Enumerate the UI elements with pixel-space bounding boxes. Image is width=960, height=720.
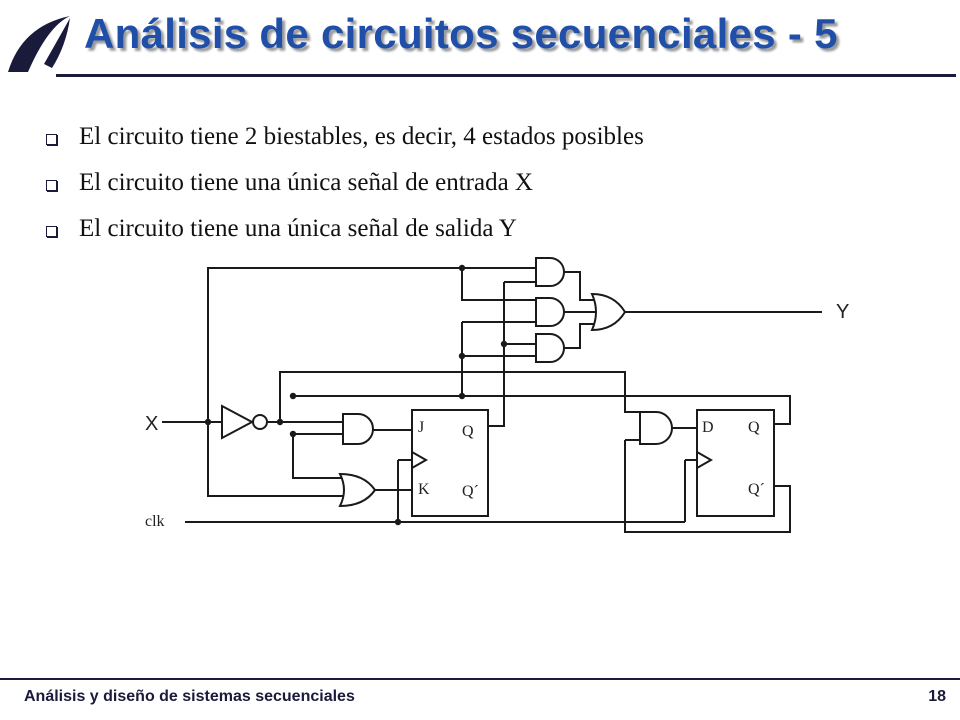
ff1-j-label: J [418,419,424,436]
ff1-q-label: Q [462,423,474,440]
d-flip-flop: D Q Q´ [696,409,775,517]
footer-course-title: Análisis y diseño de sistemas secuencial… [24,688,355,705]
or-gate-k [338,472,377,508]
jk-flip-flop: J K Q Q´ [411,409,489,517]
list-item: El circuito tiene una única señal de ent… [46,160,644,206]
or-gate-output [590,292,627,332]
bullet-square-icon [46,179,57,191]
not-gate [221,404,268,440]
logo-swoosh-icon [8,16,70,72]
and-gate-output-1 [535,257,565,287]
wires [162,267,822,533]
junctions [204,264,508,526]
page-title: Análisis de circuitos secuenciales - 5 [84,10,838,57]
ff2-qn-label: Q´ [748,481,765,498]
bullet-square-icon [46,133,57,145]
bullet-text: El circuito tiene una única señal de ent… [79,169,533,196]
and-gate-output-3 [535,333,565,363]
footer-divider [0,678,960,680]
list-item: El circuito tiene 2 biestables, es decir… [46,114,644,160]
ff2-q-label: Q [748,419,760,436]
page-number: 18 [928,688,946,705]
and-gate-d [639,411,673,445]
bullet-list: El circuito tiene 2 biestables, es decir… [46,114,644,252]
bullet-square-icon [46,225,57,237]
bullet-text: El circuito tiene una única señal de sal… [79,215,517,242]
clock-label: clk [145,513,165,530]
ff1-qn-label: Q´ [462,483,479,500]
input-x-label: X [145,413,158,435]
output-y-label: Y [836,301,849,323]
list-item: El circuito tiene una única señal de sal… [46,206,644,252]
ff1-k-label: K [418,481,430,498]
bullet-text: El circuito tiene 2 biestables, es decir… [79,123,644,150]
and-gate-output-2 [535,297,565,327]
title-divider [56,74,956,77]
and-gate-j [342,413,374,445]
ff2-d-label: D [702,419,714,436]
